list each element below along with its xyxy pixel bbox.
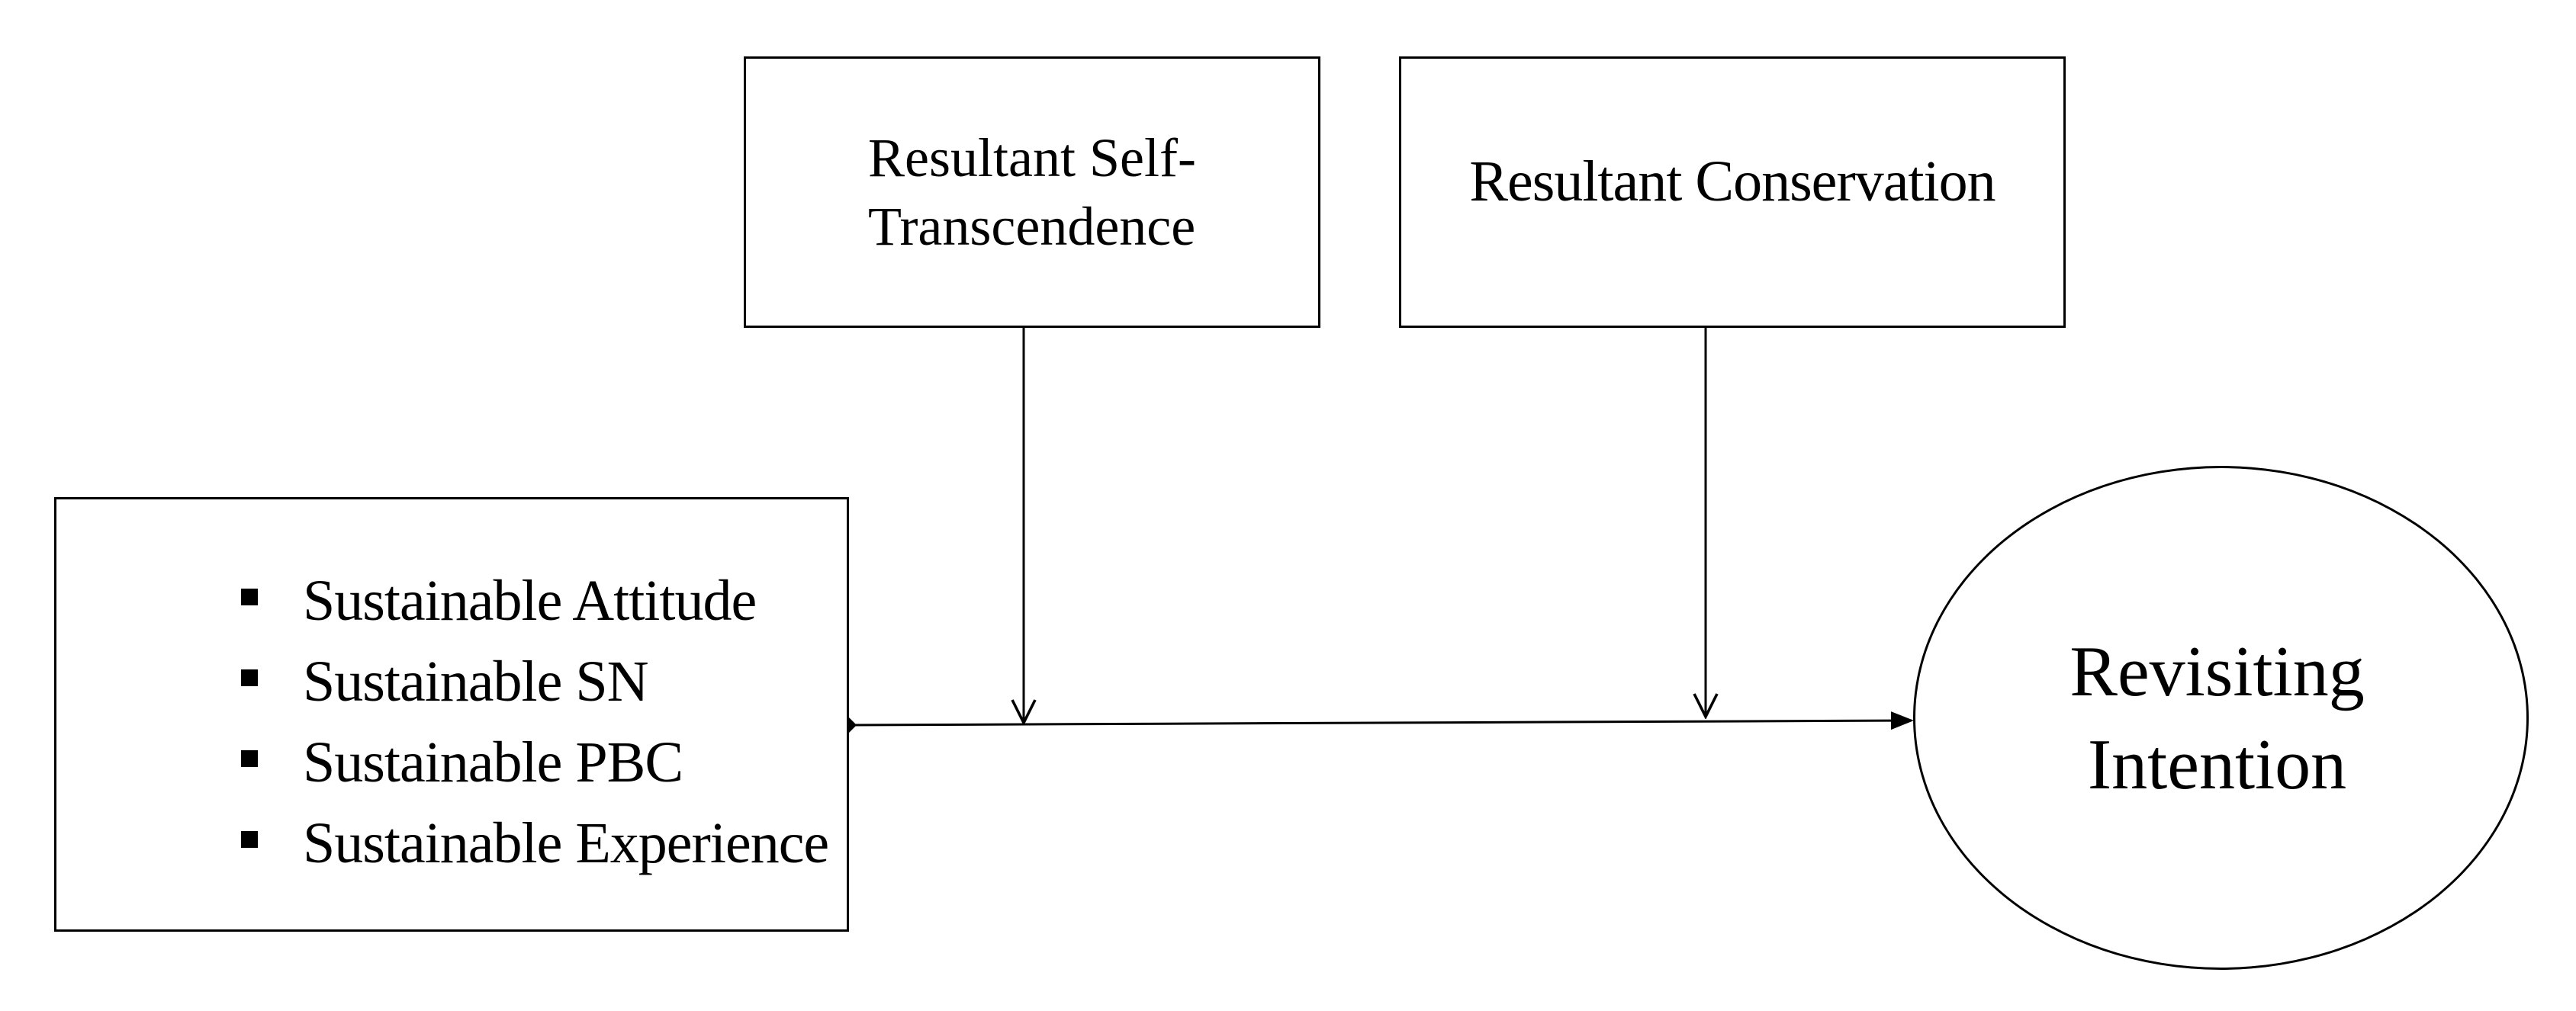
moderator-label-line: Transcendence xyxy=(868,196,1196,257)
square-bullet-icon xyxy=(241,589,258,605)
predictors-box: Sustainable Attitude Sustainable SN Sust… xyxy=(54,497,849,932)
predictor-list: Sustainable Attitude Sustainable SN Sust… xyxy=(185,560,829,884)
moderator-box-self-transcendence: Resultant Self- Transcendence xyxy=(744,56,1320,328)
predictor-item: Sustainable Attitude xyxy=(185,560,828,641)
predictor-item: Sustainable PBC xyxy=(185,722,828,803)
square-bullet-icon xyxy=(241,750,258,767)
predictor-label: Sustainable PBC xyxy=(303,730,683,794)
predictor-label: Sustainable SN xyxy=(303,650,649,714)
predictor-label: Sustainable Attitude xyxy=(303,569,757,633)
main-path-arrow xyxy=(848,711,1914,730)
square-bullet-icon xyxy=(241,669,258,686)
square-bullet-icon xyxy=(241,831,258,848)
predictor-item: Sustainable SN xyxy=(185,641,828,722)
outcome-label-line: Intention xyxy=(2087,724,2347,804)
moderator-label: Resultant Conservation xyxy=(1469,149,1996,213)
moderator-label-line: Resultant Self- xyxy=(868,127,1196,188)
moderator-label: Resultant Self- Transcendence xyxy=(868,124,1196,261)
outcome-label: Revisiting Intention xyxy=(2069,625,2364,811)
predictor-label: Sustainable Experience xyxy=(303,811,829,875)
outcome-ellipse: Revisiting Intention xyxy=(1913,466,2529,970)
predictor-item: Sustainable Experience xyxy=(185,803,829,884)
outcome-label-line: Revisiting xyxy=(2069,631,2365,711)
moderator-box-conservation: Resultant Conservation xyxy=(1399,56,2066,328)
